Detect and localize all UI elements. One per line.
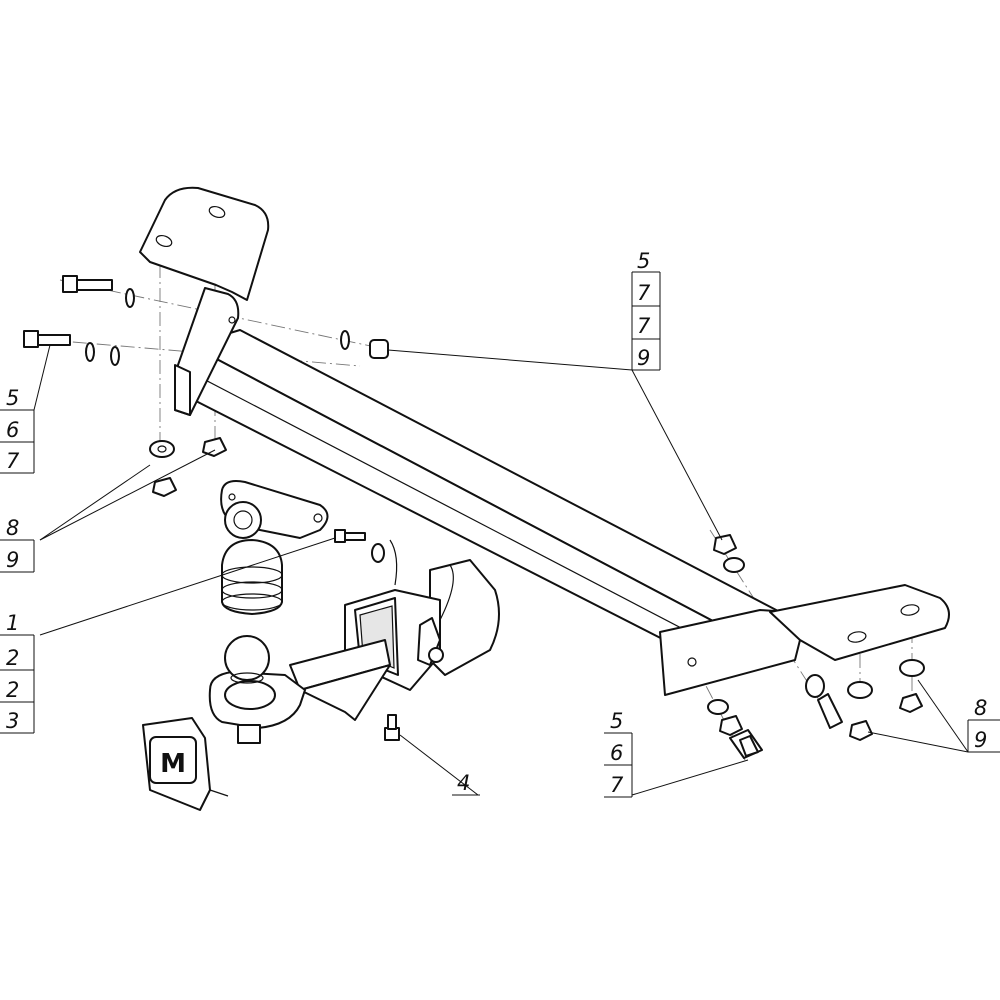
right-mounting-bracket [659,584,950,696]
callout-right-lower-1: 8 [974,696,987,720]
callout-left-lower-4: 3 [6,709,19,733]
callout-left-upper: 5 6 7 [0,386,35,474]
callout-left-lower: 1 2 2 3 [0,611,35,734]
callout-top-right-2: 7 [637,281,651,305]
callout-right-lower: 8 9 [967,696,1000,753]
callout-left-upper-2: 6 [6,418,19,442]
cover-logo-text: М [160,749,186,779]
callout-bottom-center: 4 [452,771,480,796]
callout-left-upper-3: 7 [6,449,20,473]
callout-top-right-1: 5 [637,249,650,273]
bolt-right-lower [729,729,763,759]
ball-mount-drawbar [208,635,391,744]
callout-top-right: 5 7 7 9 [631,249,661,371]
receiver-cover-plug: М [142,717,229,811]
callout-bottom-right-1: 5 [610,709,623,733]
callout-left-middle: 8 9 [0,516,35,573]
leader-lines [33,344,969,796]
bolt-bottom-center [384,714,400,741]
left-mounting-bracket [139,186,270,416]
bolt-left-upper [62,275,113,293]
callout-bottom-right-stack: 5 6 7 [604,709,633,798]
bolt-left-lower [23,330,71,348]
main-cross-beam [189,329,781,677]
callout-bottom-right-2: 6 [610,741,623,765]
nuts [152,339,923,741]
washers [85,288,925,715]
callout-bottom-center-1: 4 [457,771,470,795]
callout-right-lower-2: 9 [974,728,987,752]
callout-left-lower-3: 2 [6,678,19,702]
bolt-right-middle [817,693,843,729]
callout-top-right-3: 7 [637,314,651,338]
callout-top-right-4: 9 [637,346,650,370]
callout-left-lower-2: 2 [6,646,19,670]
callout-left-middle-1: 8 [6,516,19,540]
callout-left-lower-1: 1 [6,611,19,635]
bolt-center [334,529,366,543]
callout-bottom-right-3: 7 [610,773,624,797]
callout-left-upper-1: 5 [6,386,19,410]
ball-cap [221,539,283,615]
callout-left-middle-2: 9 [6,548,19,572]
socket-bracket [220,480,329,539]
